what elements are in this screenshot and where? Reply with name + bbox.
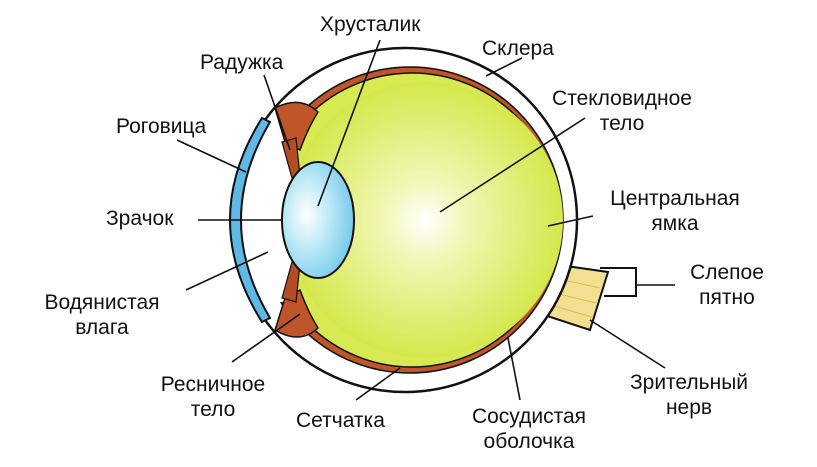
label-retina: Сетчатка	[296, 409, 385, 432]
label-vitreous-line1: Стекловидное	[552, 87, 692, 110]
label-choroid-line2: оболочка	[483, 430, 575, 453]
label-fovea-line1: Центральная	[610, 187, 740, 210]
leader-lens	[317, 39, 381, 207]
leader-vitreous	[439, 117, 586, 213]
leader-fovea	[547, 215, 594, 227]
label-vitreous-line2: тело	[599, 112, 645, 135]
label-fovea-line2: ямка	[651, 212, 699, 235]
label-aqueous-line2: влага	[75, 316, 129, 339]
leader-cornea	[176, 139, 247, 173]
leader-lines	[176, 39, 675, 401]
label-optic-nerve: Зрительный нерв	[604, 370, 774, 420]
leader-ciliary	[231, 313, 301, 363]
label-optic-nerve-line1: Зрительный	[629, 371, 749, 394]
label-vitreous: Стекловидное тело	[532, 86, 712, 136]
leader-sclera	[485, 57, 523, 77]
leader-optic-nerve	[589, 319, 666, 369]
leader-aqueous	[185, 251, 269, 291]
anterior-chamber	[246, 128, 300, 305]
label-sclera: Склера	[482, 37, 554, 60]
leader-choroid	[507, 337, 521, 401]
label-cornea: Роговица	[116, 115, 207, 138]
label-iris: Радужка	[200, 51, 284, 74]
label-aqueous-line1: Водянистая	[44, 291, 160, 314]
label-blind-spot-line1: Слепое	[690, 261, 764, 284]
label-choroid-line1: Сосудистая	[471, 405, 587, 428]
label-optic-nerve-line2: нерв	[665, 396, 713, 419]
blind-spot-bracket	[600, 267, 637, 297]
label-aqueous: Водянистая влага	[22, 290, 182, 340]
label-fovea: Центральная ямка	[590, 186, 760, 236]
label-lens: Хрусталик	[320, 13, 421, 36]
leader-retina	[355, 367, 401, 401]
label-pupil: Зрачок	[106, 207, 174, 230]
ciliary-body-lower	[274, 288, 319, 338]
label-ciliary-line1: Ресничное	[160, 373, 266, 396]
vitreous-body	[287, 82, 563, 358]
label-ciliary-line2: тело	[190, 398, 236, 421]
leader-iris	[263, 74, 291, 151]
label-blind-spot: Слепое пятно	[672, 260, 782, 310]
label-blind-spot-line2: пятно	[699, 286, 755, 309]
label-choroid: Сосудистая оболочка	[444, 404, 614, 454]
lens-shape	[281, 161, 355, 279]
label-ciliary: Ресничное тело	[138, 372, 288, 422]
